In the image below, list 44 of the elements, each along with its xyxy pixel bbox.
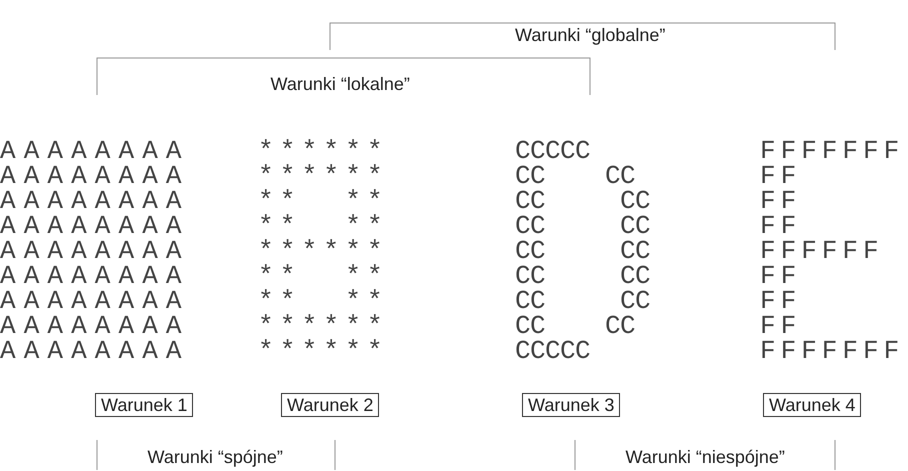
- letter-pattern-row: FF: [760, 215, 802, 237]
- bracket-label: Warunki “globalne”: [515, 24, 666, 46]
- condition-box: Warunek 2: [281, 393, 380, 417]
- letter-pattern-row: ******: [258, 340, 389, 362]
- letter-pattern-row: ******: [258, 140, 389, 162]
- letter-pattern-row: ******: [258, 240, 389, 262]
- letter-pattern-row: ** **: [258, 265, 389, 287]
- letter-pattern-row: AAAAAAAA: [0, 190, 190, 212]
- letter-pattern-row: CC CC: [515, 190, 650, 212]
- letter-pattern-row: FF: [760, 290, 802, 312]
- letter-pattern-row: AAAAAAAA: [0, 165, 190, 187]
- condition-box: Warunek 4: [763, 393, 862, 417]
- letter-pattern-row: FFFFFFF: [760, 140, 904, 162]
- letter-pattern-row: FFFFFF: [760, 240, 884, 262]
- letter-pattern-row: CC CC: [515, 165, 636, 187]
- letter-pattern-row: FF: [760, 165, 802, 187]
- bracket-label: Warunki “lokalne”: [270, 73, 410, 95]
- letter-pattern-row: AAAAAAAA: [0, 315, 190, 337]
- letter-pattern-row: CCCCC: [515, 340, 590, 362]
- letter-pattern-row: ******: [258, 165, 389, 187]
- letter-pattern-row: ** **: [258, 190, 389, 212]
- letter-pattern-row: AAAAAAAA: [0, 140, 190, 162]
- letter-pattern-row: AAAAAAAA: [0, 290, 190, 312]
- letter-pattern-row: FF: [760, 190, 802, 212]
- letter-pattern-row: AAAAAAAA: [0, 215, 190, 237]
- letter-pattern-row: ** **: [258, 215, 389, 237]
- letter-pattern-row: FF: [760, 265, 802, 287]
- letter-pattern-row: AAAAAAAA: [0, 265, 190, 287]
- letter-pattern-row: CC CC: [515, 240, 650, 262]
- letter-pattern-row: ******: [258, 315, 389, 337]
- condition-box: Warunek 3: [522, 393, 620, 417]
- letter-pattern-row: AAAAAAAA: [0, 340, 190, 362]
- letter-pattern-row: ** **: [258, 290, 389, 312]
- letter-pattern-row: FFFFFFF: [760, 340, 904, 362]
- letter-pattern-row: CC CC: [515, 290, 650, 312]
- bracket-label: Warunki “niespójne”: [626, 446, 785, 468]
- letter-pattern-row: FF: [760, 315, 802, 337]
- bracket-label: Warunki “spójne”: [148, 446, 283, 468]
- letter-pattern-row: CCCCC: [515, 140, 590, 162]
- letter-pattern-row: AAAAAAAA: [0, 240, 190, 262]
- condition-box: Warunek 1: [95, 393, 194, 417]
- letter-pattern-row: CC CC: [515, 315, 636, 337]
- letter-pattern-row: CC CC: [515, 265, 650, 287]
- letter-pattern-row: CC CC: [515, 215, 650, 237]
